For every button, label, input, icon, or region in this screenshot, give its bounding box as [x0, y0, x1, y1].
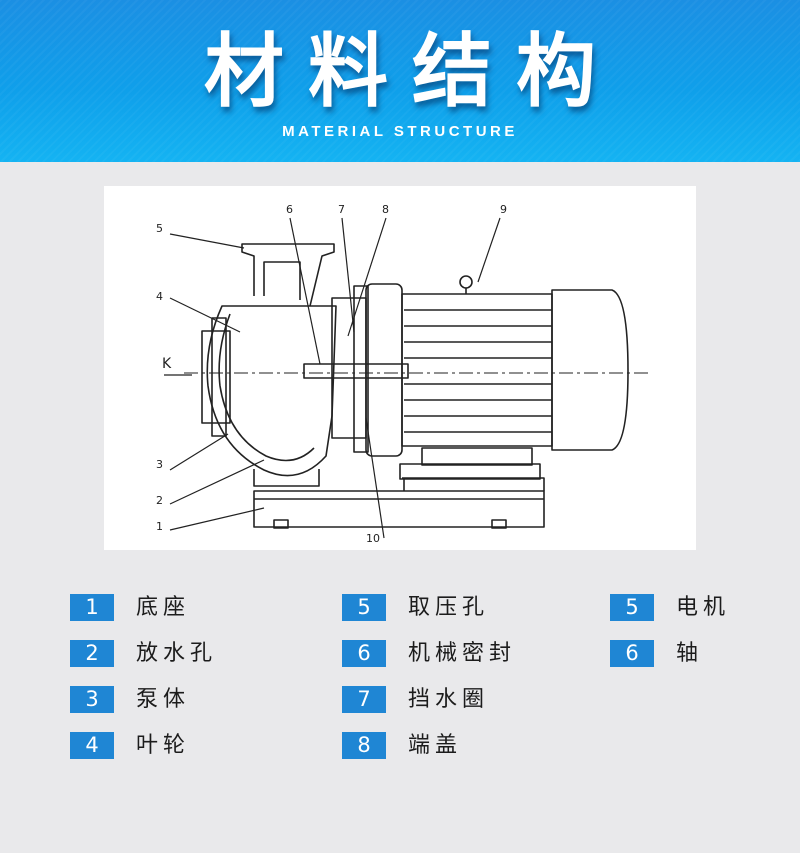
callout-5: 5: [156, 222, 163, 235]
legend-number: 5: [342, 594, 386, 621]
callout-9: 9: [500, 203, 507, 216]
callout-4: 4: [156, 290, 163, 303]
pump-diagram-panel: 5 4 3 2 1 6 7 8 9 10 K: [104, 186, 696, 550]
callout-2: 2: [156, 494, 163, 507]
legend-number: 2: [70, 640, 114, 667]
legend-label: 轴: [676, 641, 704, 666]
callout-6: 6: [286, 203, 293, 216]
legend-number: 6: [610, 640, 654, 667]
legend-number: 8: [342, 732, 386, 759]
legend-label: 挡水圈: [408, 687, 490, 712]
axis-label-k: K: [162, 356, 172, 372]
legend-label: 叶轮: [136, 733, 191, 758]
legend-label: 取压孔: [408, 595, 490, 620]
callout-7: 7: [338, 203, 345, 216]
legend-label: 机械密封: [408, 641, 517, 666]
legend-label: 泵体: [136, 687, 191, 712]
legend-label: 放水孔: [136, 641, 218, 666]
legend-number: 6: [342, 640, 386, 667]
legend-number: 4: [70, 732, 114, 759]
legend-number: 7: [342, 686, 386, 713]
callout-8: 8: [382, 203, 389, 216]
callout-1: 1: [156, 520, 163, 533]
page-subtitle: MATERIAL STRUCTURE: [282, 123, 518, 140]
legend-number: 5: [610, 594, 654, 621]
legend-number: 1: [70, 594, 114, 621]
legend-number: 3: [70, 686, 114, 713]
callout-3: 3: [156, 458, 163, 471]
legend-label: 端盖: [408, 733, 463, 758]
legend-label: 底座: [136, 595, 191, 620]
callout-10: 10: [366, 532, 380, 545]
legend-label: 电机: [676, 595, 731, 620]
page-title: 材料结构: [204, 25, 620, 118]
pump-structure-diagram: 5 4 3 2 1 6 7 8 9 10 K: [156, 203, 650, 545]
header-banner: 材料结构 MATERIAL STRUCTURE: [0, 0, 800, 162]
